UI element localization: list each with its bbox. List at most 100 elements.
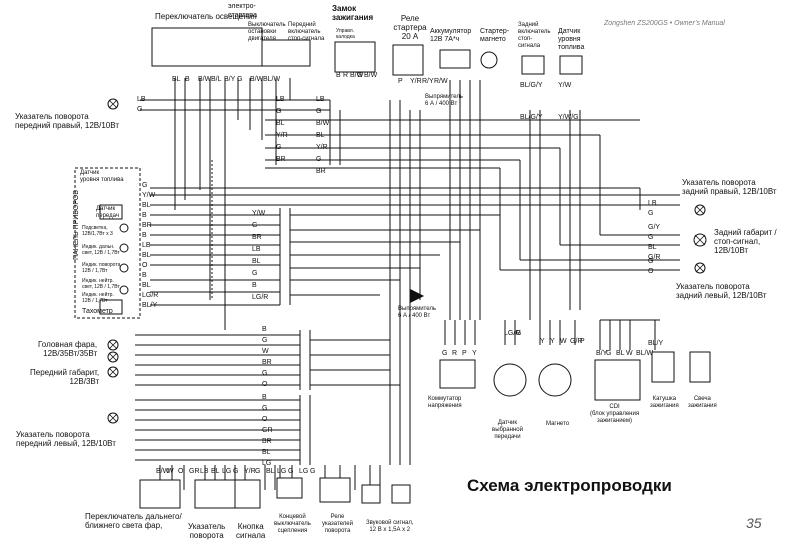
starter-switch-label: электро- стартера	[228, 3, 258, 19]
stop-switch-box	[261, 39, 311, 67]
wire-code-bottom: BL	[211, 468, 220, 475]
light-switch-box	[151, 27, 263, 67]
wire-code-top-left: LB	[137, 96, 146, 103]
wire-code-gear-pos: G	[516, 330, 522, 337]
ind-turn-label: Индик. поворота 12В / 1,7Вт	[82, 262, 121, 274]
light-switch-label: Переключатель освещения	[155, 12, 257, 21]
rear-brake-switch-box	[521, 55, 545, 75]
dashboard-box	[74, 167, 141, 319]
wire-code-top-center: Y/R	[276, 132, 288, 139]
engine-stop-label: Выключатель остановки двигателя	[248, 22, 286, 42]
front-left-turn-label: Указатель поворота передний левый, 12В/1…	[16, 430, 116, 448]
wire-code-top-center: G	[276, 108, 282, 115]
front-position-label: Передний габарит, 12В/3Вт	[30, 368, 100, 386]
wire-code-dash-connector: Y/W	[252, 210, 266, 217]
regulator-box	[439, 359, 476, 389]
wire-code-bottom: GR	[189, 468, 200, 475]
wire-code-top-center: BR	[276, 156, 286, 163]
cdi-label: CDI (блок управления зажиганием)	[590, 404, 640, 424]
wire-code-left-mid: G	[262, 337, 268, 344]
page-number: 35	[746, 515, 762, 531]
wire-code-magneto: P	[580, 338, 585, 345]
wire-code-magneto: W	[560, 338, 567, 345]
dimmer-switch-box	[139, 479, 181, 509]
wire-code-light-switch: B/Y	[224, 76, 236, 83]
wire-code-left-lower: B	[262, 394, 267, 401]
wire-code-ignition: B/W	[350, 72, 364, 79]
horn-button-box	[234, 479, 261, 509]
wire-code-cdi: W	[626, 350, 633, 357]
starter-motor	[480, 51, 498, 69]
wire-code-light-switch: B	[185, 76, 190, 83]
rear-right-turn-label: Указатель поворота задний правый, 12В/10…	[682, 178, 777, 196]
wire-code-dash: B	[142, 232, 147, 239]
wire-code-cdi: G	[606, 350, 612, 357]
fuel-sensor-box	[559, 55, 583, 75]
wire-code-light-switch: B/L	[211, 76, 222, 83]
magneto-coil	[538, 363, 572, 397]
wire-code-regulator: R	[452, 350, 458, 357]
wire-code-bottom: LB	[200, 468, 209, 475]
rear-left-turn-label: Указатель поворота задний левый, 12В/10В…	[676, 282, 767, 300]
wire-code-light-switch: B/W	[198, 76, 212, 83]
wire-code-cdi: BL/W	[636, 350, 654, 357]
wire-code-cdi: BL	[616, 350, 625, 357]
wire-code-bottom: LG	[299, 468, 309, 475]
wire-code-right-top: LB	[648, 200, 657, 207]
wire-code-light-switch: BL	[172, 76, 181, 83]
dashboard-title: ПАНЕЛЬ ПРИБОРОВ	[73, 190, 80, 260]
wire-code-relay: R/Y	[422, 78, 434, 85]
wire-code-light-switch: G	[237, 76, 243, 83]
wire-code-left-lower: BL	[262, 449, 271, 456]
wire-code-bottom: LG	[277, 468, 287, 475]
wire-code-dash: Y/W	[142, 192, 156, 199]
wire-code-dash-connector: B	[252, 282, 257, 289]
wire-code-bottom: G	[310, 468, 316, 475]
ind-high-label: Индик. дальн. свет, 12В / 1,7Вт	[82, 244, 120, 256]
ignition-sub-label: Управл. калодка	[336, 28, 355, 40]
wire-code-ignition: B	[336, 72, 341, 79]
wire-code-left-lower: BR	[262, 438, 272, 445]
wire-code-relay: P	[398, 78, 403, 85]
wire-code-dash: LG/R	[142, 292, 159, 299]
wire-code-dash: G	[142, 182, 148, 189]
wire-code-top-center-right: BL	[316, 132, 325, 139]
tachometer-box	[99, 299, 123, 315]
gear-position-sensor	[493, 363, 527, 397]
wire-code-top-center-right: LB	[316, 96, 325, 103]
gear-position-label: Датчик выбранной передачи	[492, 420, 523, 440]
wire-code-dash: B	[142, 212, 147, 219]
tachometer-label: Тахометр	[82, 308, 113, 315]
wire-code-dash: LB	[142, 242, 151, 249]
magneto-label: Магнето	[546, 421, 570, 427]
horn-button-label: Кнопка сигнала	[236, 522, 266, 540]
wire-code-dash-connector: G	[252, 222, 258, 229]
ind-neutral-label: Индик. нейтр. 12В / 1,7Вт	[82, 292, 114, 304]
diagram-title: Схема электропроводки	[467, 476, 672, 495]
rectifier-top-label: Выпрямитель 6 А / 400 Вт	[425, 94, 464, 107]
wire-code-regulator: P	[462, 350, 467, 357]
wire-code-right-mid: BL	[648, 244, 657, 251]
starter-relay-label: Реле стартера 20 А	[393, 14, 427, 41]
wire-code-bottom: O	[178, 468, 184, 475]
wire-code-right-mid: G/R	[648, 254, 661, 261]
flasher-relay-box	[319, 477, 351, 503]
rectifier-diode	[410, 289, 425, 303]
wire-code-relay: R/W	[434, 78, 448, 85]
wire-code-cdi: B/Y	[596, 350, 608, 357]
wire-code-dash: BL/Y	[142, 302, 158, 309]
wire-code-dash: O	[142, 262, 148, 269]
wire-code-dash: BL	[142, 202, 151, 209]
wire-code-left-mid: O	[262, 381, 268, 388]
wire-code-coil: BL/Y	[648, 340, 664, 347]
wire-code-left-mid: G	[262, 370, 268, 377]
spark-plug-label: Свеча зажигания	[688, 396, 717, 409]
dash-bulb-4	[119, 285, 129, 295]
wire-code-bottom: G	[255, 468, 261, 475]
wire-code-top-center: BL	[276, 120, 285, 127]
wire-code-ignition: R	[343, 72, 349, 79]
wire-code-dash: BL	[142, 252, 151, 259]
page-header: Zongshen ZS200GS • Owner’s Manual	[604, 20, 725, 27]
wire-code-bottom: Y/R	[244, 468, 256, 475]
